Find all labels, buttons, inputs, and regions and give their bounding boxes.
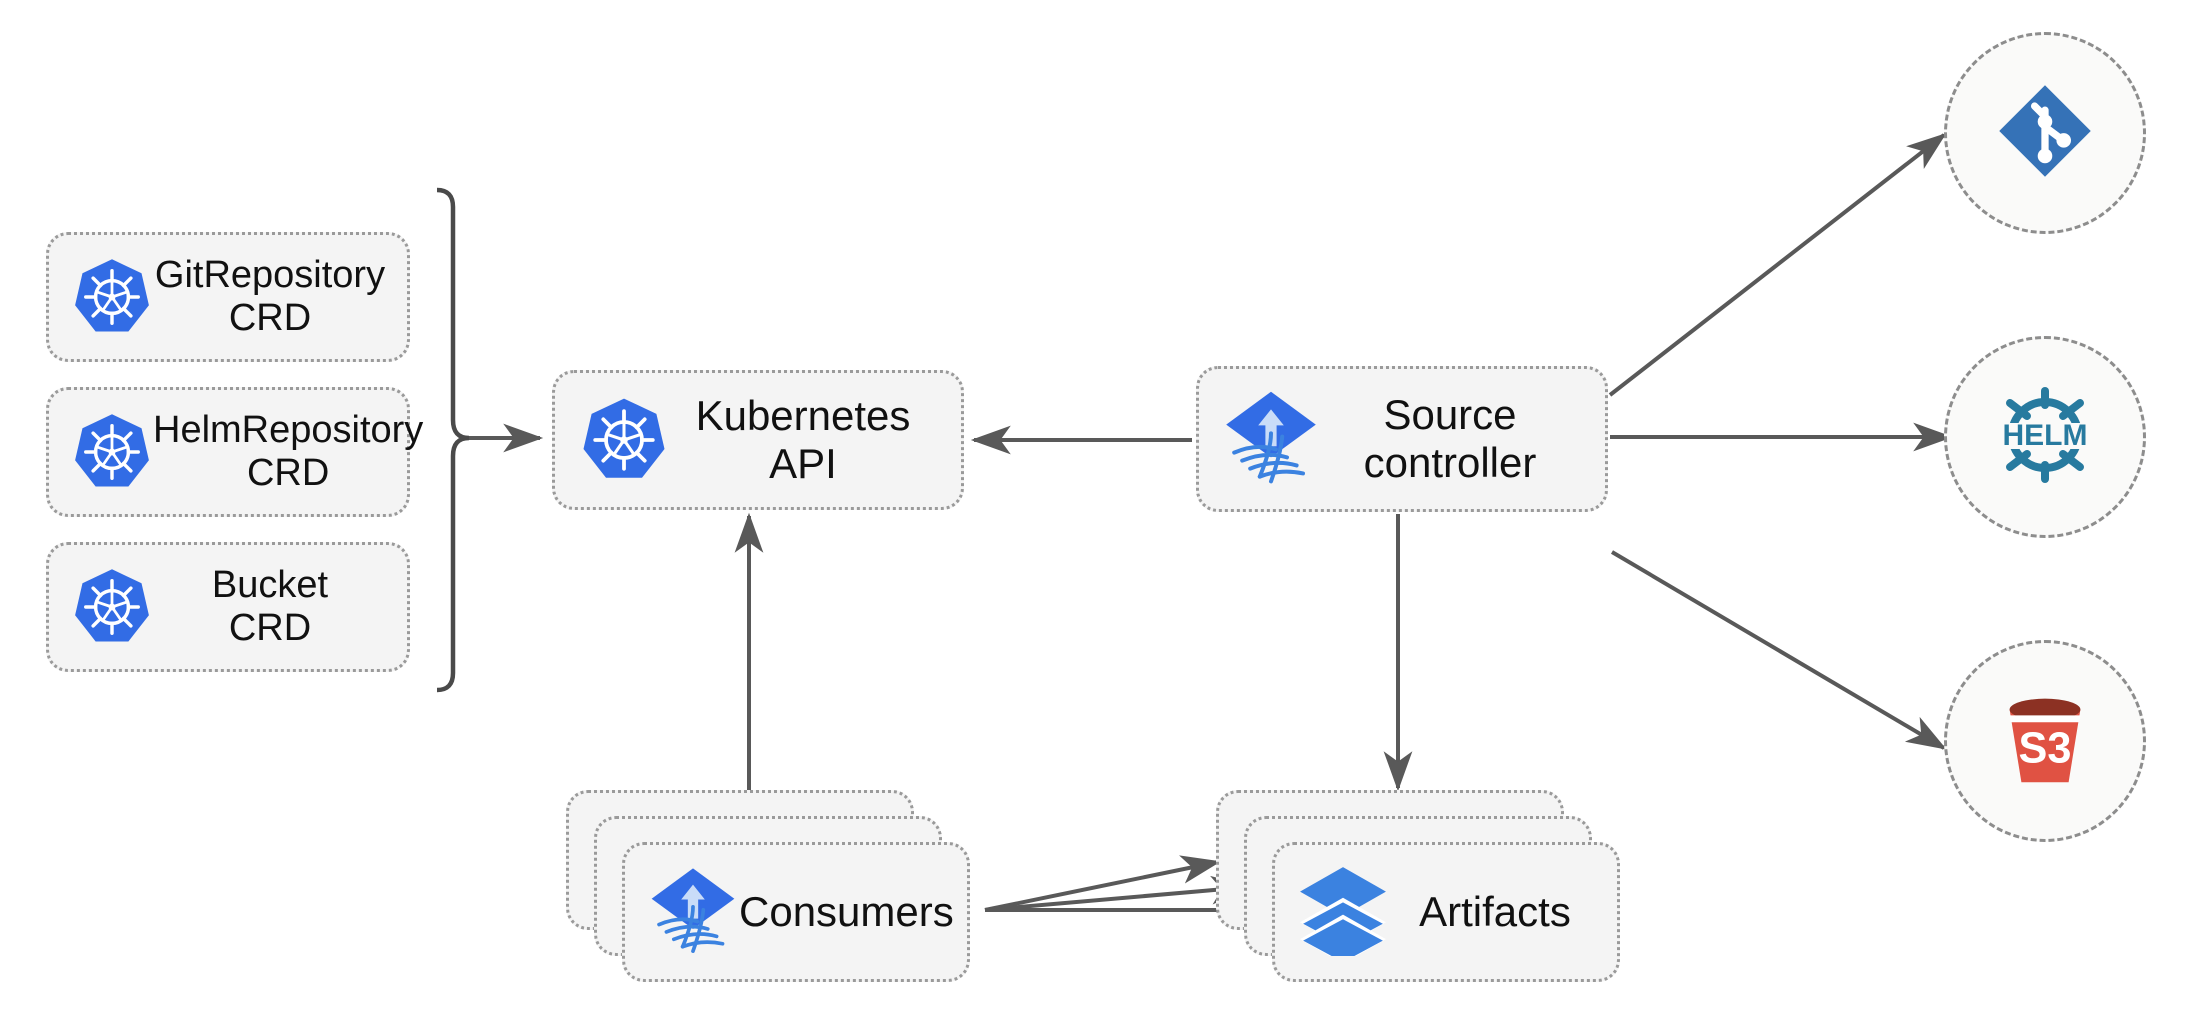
endpoint-git[interactable] — [1944, 32, 2146, 234]
connector-consumers-to-artifacts-mid — [984, 875, 1252, 912]
helm-wordmark: HELM — [2003, 419, 2088, 452]
s3-wordmark: S3 — [2019, 724, 2072, 772]
node-source-controller[interactable]: Source controller — [1196, 366, 1608, 512]
node-artifacts[interactable]: Artifacts — [1216, 790, 1636, 990]
node-label: Artifacts — [1419, 888, 1571, 935]
crd-label: Bucket CRD — [211, 563, 329, 649]
kubernetes-icon — [579, 395, 669, 485]
endpoint-s3[interactable]: S3 — [1944, 640, 2146, 842]
node-kubernetes-api[interactable]: Kubernetes API — [552, 370, 964, 510]
flux-icon — [1223, 387, 1319, 491]
crd-box-helmrepository[interactable]: HelmRepository CRD — [46, 387, 423, 517]
artifacts-stack-layer-front[interactable]: Artifacts — [1272, 842, 1620, 982]
node-label: Consumers — [739, 888, 954, 935]
kubernetes-icon — [71, 411, 153, 493]
kubernetes-icon — [71, 256, 153, 338]
consumers-stack-layer-front[interactable]: Consumers — [622, 842, 970, 982]
node-consumers[interactable]: Consumers — [566, 790, 986, 990]
crd-label: HelmRepository CRD — [153, 408, 424, 494]
crd-box-gitrepository[interactable]: GitRepository CRD — [46, 232, 410, 362]
crd-box-bucket[interactable]: Bucket CRD — [46, 542, 410, 672]
crd-group-bracket — [436, 187, 470, 693]
flux-icon — [647, 864, 739, 960]
s3-bucket-icon: S3 — [1986, 680, 2104, 803]
connector-controller-to-s3 — [1610, 550, 1947, 750]
endpoint-helm[interactable]: HELM — [1944, 336, 2146, 538]
kubernetes-icon — [71, 566, 153, 648]
crd-label: GitRepository CRD — [154, 253, 386, 339]
connector-controller-to-git — [1608, 133, 1947, 397]
git-icon — [1993, 79, 2097, 188]
node-label: Kubernetes API — [695, 392, 911, 487]
layers-icon — [1297, 864, 1389, 964]
node-label: Source controller — [1363, 391, 1537, 486]
helm-icon: HELM — [1985, 375, 2105, 500]
connector-consumers-to-artifacts-top — [984, 855, 1222, 912]
